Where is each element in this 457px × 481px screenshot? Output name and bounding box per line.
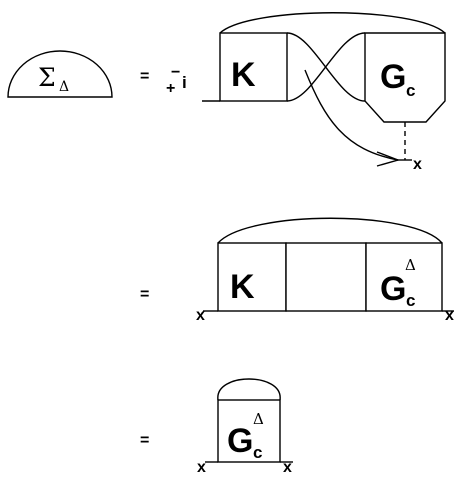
half-disc-outline	[7, 50, 113, 98]
top-arc-3	[217, 378, 281, 401]
equation-1: = − + i K G c x	[140, 12, 446, 173]
gc-label-sub-1: c	[406, 81, 415, 100]
gc-label-sub-2: c	[406, 291, 415, 310]
gc-delta-box-2	[365, 242, 443, 312]
gc-label-main-1: G	[380, 58, 406, 96]
sigma-subscript: Δ	[59, 79, 69, 95]
crossing-line-lower	[286, 32, 366, 102]
equals-sign-2: =	[140, 286, 149, 303]
top-arc-2	[217, 217, 443, 244]
equals-sign-1: =	[140, 68, 149, 85]
sigma-symbol: Σ	[38, 63, 56, 92]
k-label-2: K	[230, 268, 255, 306]
gc-label-sub-3: c	[253, 443, 262, 462]
equation-3: = G c Δ x x	[140, 378, 293, 476]
prefactor-plus: +	[166, 80, 175, 97]
curved-arrow-line	[304, 69, 399, 161]
endpoint-x-right-2: x	[445, 307, 454, 324]
gc-label-main-2: G	[380, 270, 406, 308]
prefactor-i: i	[182, 73, 187, 92]
gc-label-sup-3: Δ	[253, 410, 264, 428]
endpoint-x-left-3: x	[197, 459, 206, 476]
sigma-delta-blob: Σ Δ	[7, 50, 113, 98]
gc-pointed-box	[364, 32, 446, 123]
k-box-1	[219, 32, 288, 102]
gc-label-main-3: G	[227, 422, 253, 460]
endpoint-x-right-3: x	[283, 459, 292, 476]
top-arc-1	[219, 12, 446, 34]
prefactor-minus: −	[171, 64, 180, 81]
gc-label-sup-2: Δ	[405, 256, 416, 274]
arrowhead	[376, 151, 401, 167]
k-label-1: K	[231, 56, 256, 94]
gc-delta-box-3	[217, 399, 281, 463]
equals-sign-3: =	[140, 432, 149, 449]
middle-box-2	[285, 242, 367, 312]
equation-2: = K G c Δ x x	[140, 217, 454, 324]
k-box-2	[217, 242, 287, 312]
endpoint-x-left-2: x	[196, 307, 205, 324]
endpoint-x-1: x	[413, 156, 422, 173]
